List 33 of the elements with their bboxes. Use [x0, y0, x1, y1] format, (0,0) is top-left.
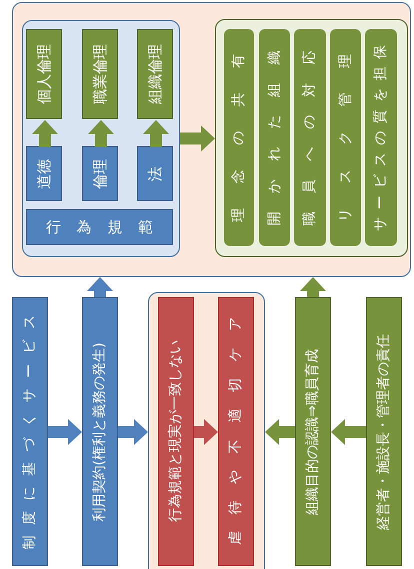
block-arrow: [194, 419, 218, 445]
concept-box: 組織目的の認識⇒職員育成: [295, 297, 331, 566]
block-arrow: [265, 419, 295, 445]
block-arrow: [48, 419, 82, 445]
concept-box: 道徳: [26, 146, 62, 201]
block-arrow: [331, 419, 366, 445]
concept-box: 法: [137, 146, 173, 201]
block-arrow: [143, 120, 169, 147]
block-arrow: [300, 277, 326, 297]
concept-box: 利用契約(権利と義務の発生): [82, 297, 118, 566]
block-arrow: [180, 126, 215, 152]
outcome-bar: 開かれた組織: [259, 29, 290, 246]
concept-box: 行為規範と現実が一致しない: [158, 296, 194, 566]
concept-box: 個人倫理: [26, 29, 62, 119]
problem-panel: [148, 292, 265, 569]
concept-box: 行為規範: [26, 209, 173, 245]
block-arrow: [87, 277, 113, 297]
outcome-bar: 職員への対応: [294, 29, 326, 246]
concept-box: 経営者・施設長・管理者の責任: [366, 297, 402, 566]
concept-box: 職業倫理: [82, 29, 118, 119]
concept-box: 虐待や不適切ケア: [218, 296, 254, 566]
outer-panel: [12, 2, 411, 277]
block-arrow: [118, 419, 148, 445]
ethics-panel: [22, 20, 180, 256]
outcome-bar: サービスの質を担保: [365, 29, 397, 246]
block-arrow: [32, 120, 58, 147]
outcome-bar: 理念の共有: [224, 29, 254, 246]
outcome-bar: リスク管理: [330, 29, 361, 246]
concept-box: 制度に基づくサービス: [12, 297, 48, 566]
block-arrow: [88, 120, 114, 147]
outcome-panel: [214, 18, 408, 256]
concept-box: 倫理: [82, 146, 118, 201]
concept-box: 組織倫理: [137, 29, 173, 119]
